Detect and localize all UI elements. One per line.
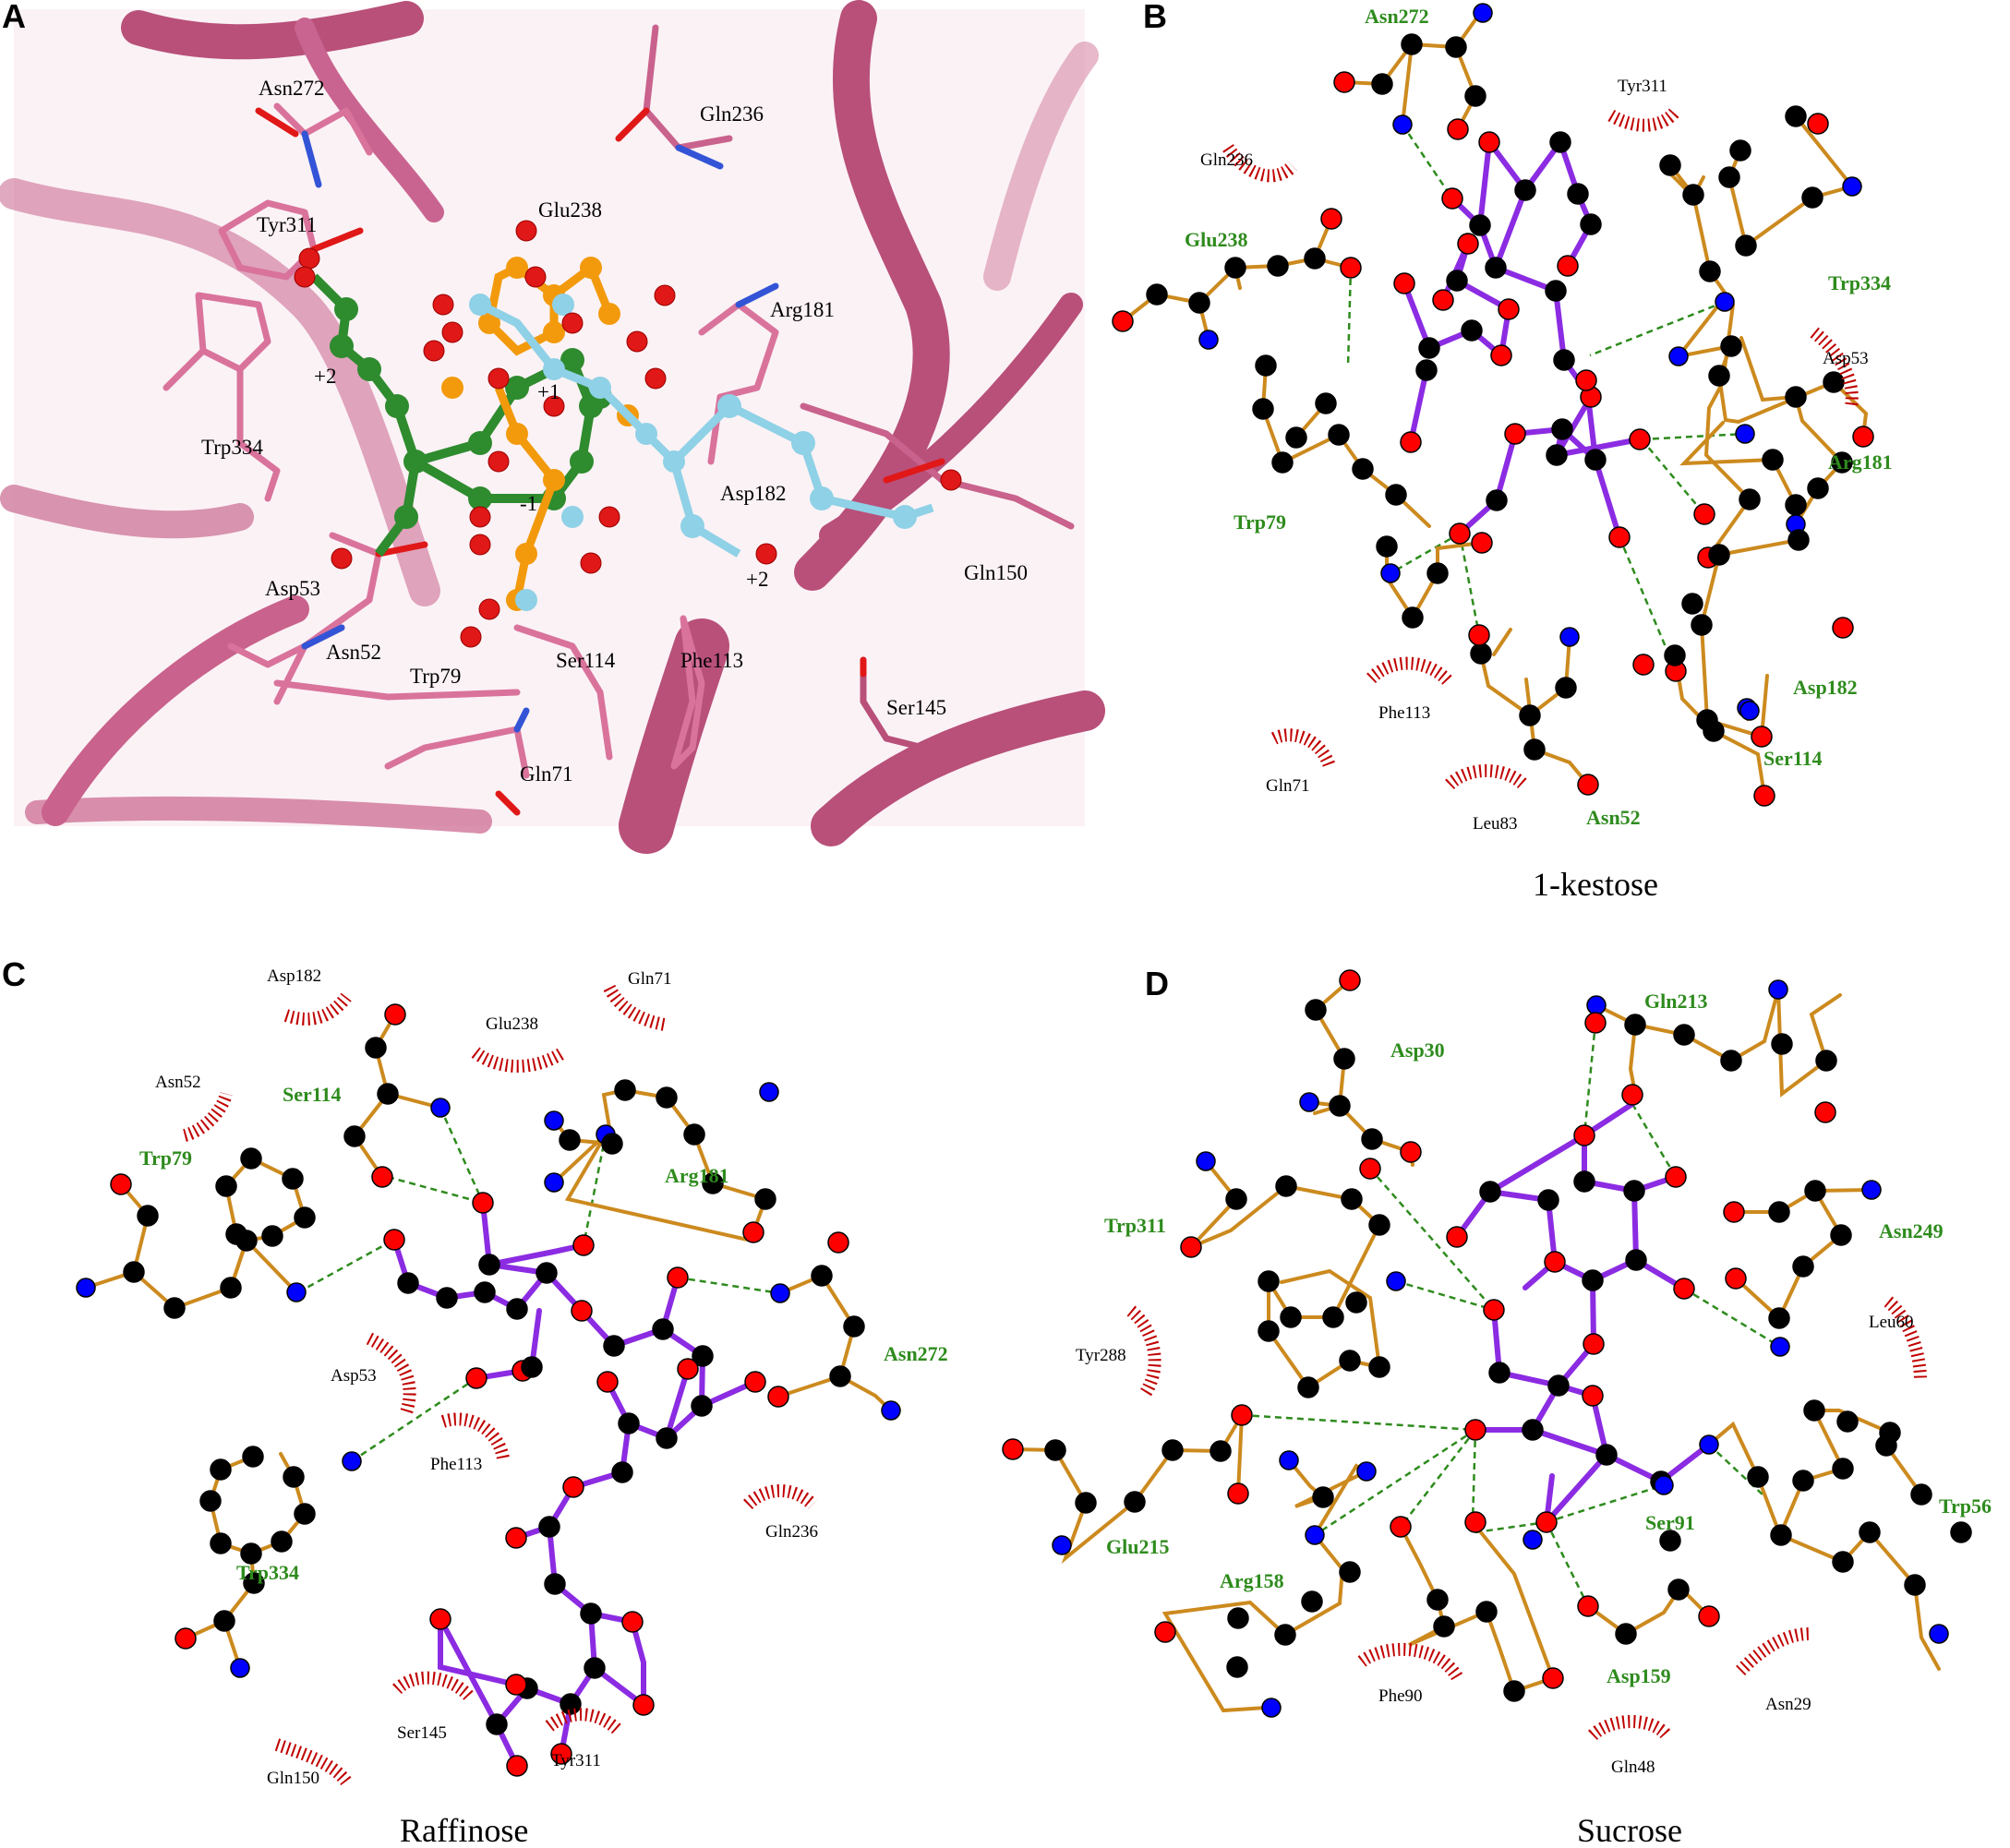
d-hp-label-tyr288: Tyr288 [1076, 1346, 1126, 1365]
c-hp-label-tyr311: Tyr311 [551, 1751, 601, 1770]
b-hp-label-leu83: Leu83 [1473, 814, 1518, 834]
site-label-plus2-left: +2 [314, 365, 336, 388]
d-hp-label-leu60: Leu60 [1869, 1313, 1914, 1332]
panel-c-ligplot: Ser114 Trp79 Arg181 Asn272 Trp334 Asp182… [76, 966, 948, 1848]
d-hb-label-asp30: Asp30 [1390, 1038, 1445, 1062]
b-hb-label-ser114: Ser114 [1763, 747, 1823, 770]
c-hb-label-ser114: Ser114 [283, 1083, 342, 1106]
label-3d-gln236: Gln236 [700, 102, 764, 126]
c-hp-label-asp53: Asp53 [331, 1366, 377, 1386]
c-hb-label-trp79: Trp79 [139, 1146, 192, 1170]
c-hp-label-glu238: Glu238 [486, 1014, 538, 1034]
panel-b-hydrophobic-arcs [1222, 106, 1859, 790]
panel-b-atoms [1112, 3, 1874, 807]
panel-letter-d: D [1145, 965, 1169, 1002]
protein-ribbons [0, 0, 1105, 854]
site-label-plus2-right: +2 [746, 568, 768, 591]
panel-b-hbonds [1346, 124, 1746, 672]
d-hb-label-glu215: Glu215 [1106, 1535, 1169, 1558]
label-3d-phe113: Phe113 [680, 649, 743, 672]
c-hp-label-asn52: Asn52 [155, 1073, 201, 1092]
panel-b-labels: Asn272 Glu238 Trp334 Arg181 Trp79 Asp182… [1185, 5, 1893, 903]
b-hb-label-asp182: Asp182 [1793, 676, 1858, 699]
label-3d-glu238: Glu238 [538, 198, 602, 222]
panel-d-hydrophobic-arcs [1126, 1296, 1927, 1741]
panel-letter-c: C [2, 955, 26, 993]
ligand-oxygens [294, 220, 962, 648]
label-3d-asn52: Asn52 [326, 641, 381, 664]
c-hp-label-phe113: Phe113 [430, 1455, 482, 1474]
d-hp-label-phe90: Phe90 [1378, 1686, 1423, 1706]
b-hb-label-trp334: Trp334 [1828, 271, 1891, 294]
b-hp-label-gln71: Gln71 [1266, 776, 1310, 796]
c-hp-label-gln236: Gln236 [765, 1522, 818, 1542]
d-hb-label-ser91: Ser91 [1645, 1511, 1695, 1534]
c-caption: Raffinose [400, 1812, 528, 1848]
label-3d-arg181: Arg181 [770, 298, 835, 321]
b-caption: 1-kestose [1533, 866, 1658, 903]
c-hp-label-asp182: Asp182 [267, 966, 321, 986]
d-hb-label-trp311: Trp311 [1104, 1214, 1166, 1237]
b-hp-label-phe113: Phe113 [1378, 703, 1430, 723]
panel-d-labels: Gln213 Asp30 Trp311 Asn249 Glu215 Arg158… [1076, 990, 1992, 1848]
panel-c-atoms [76, 1003, 901, 1777]
panel-a-structure: Asn272 Gln236 Glu238 Tyr311 Arg181 Trp33… [0, 0, 1105, 854]
b-hb-label-trp79: Trp79 [1234, 510, 1286, 534]
b-hp-label-gln236: Gln236 [1200, 150, 1253, 170]
d-hb-label-asn249: Asn249 [1879, 1219, 1944, 1242]
b-hb-label-glu238: Glu238 [1185, 228, 1247, 251]
panel-b-residue-bonds [1121, 7, 1869, 798]
panel-d-residue-bonds [1011, 978, 1941, 1713]
label-3d-trp334: Trp334 [201, 436, 263, 459]
ligand-green [310, 273, 612, 557]
panel-b-ligand-bonds [1402, 135, 1643, 540]
site-label-minus1: -1 [520, 492, 537, 515]
residue-sticks [162, 24, 1075, 816]
label-3d-asp53: Asp53 [265, 577, 320, 600]
d-hb-label-asp159: Asp159 [1607, 1664, 1671, 1687]
b-hp-label-asp53: Asp53 [1823, 349, 1869, 368]
c-hb-label-arg181: Arg181 [665, 1164, 729, 1187]
panel-a-residue-labels: Asn272 Gln236 Glu238 Tyr311 Arg181 Trp33… [201, 77, 1028, 786]
panel-c-labels: Ser114 Trp79 Arg181 Asn272 Trp334 Asp182… [139, 966, 948, 1848]
panel-c-hydrophobic-arcs [182, 984, 817, 1786]
label-3d-asp182: Asp182 [720, 482, 787, 505]
d-hb-label-gln213: Gln213 [1644, 990, 1707, 1013]
label-3d-tyr311: Tyr311 [257, 213, 317, 236]
d-hp-label-asn29: Asn29 [1765, 1695, 1811, 1714]
b-hb-label-asn272: Asn272 [1365, 5, 1429, 28]
label-3d-trp79: Trp79 [410, 665, 461, 688]
label-3d-ser145: Ser145 [886, 696, 946, 719]
d-caption: Sucrose [1577, 1812, 1682, 1848]
c-hb-label-asn272: Asn272 [884, 1342, 948, 1365]
b-hb-label-asn52: Asn52 [1586, 806, 1641, 829]
panel-letter-a: A [2, 0, 26, 35]
d-hb-label-trp56: Trp56 [1939, 1494, 1992, 1518]
c-hp-label-gln150: Gln150 [267, 1769, 319, 1788]
ligand-cyan [469, 294, 934, 611]
site-label-plus1: +1 [537, 380, 560, 403]
c-hb-label-trp334: Trp334 [236, 1561, 299, 1584]
c-hp-label-gln71: Gln71 [628, 969, 672, 989]
panel-b-ligplot: Asn272 Glu238 Trp334 Arg181 Trp79 Asp182… [1112, 3, 1893, 903]
b-hb-label-arg181: Arg181 [1828, 450, 1893, 474]
label-3d-gln71: Gln71 [520, 762, 573, 786]
label-3d-ser114: Ser114 [556, 649, 616, 672]
b-hp-label-tyr311: Tyr311 [1618, 77, 1667, 96]
panel-c-residue-bonds [84, 1013, 893, 1670]
d-hb-label-arg158: Arg158 [1220, 1569, 1284, 1592]
label-3d-asn272: Asn272 [259, 77, 325, 100]
panel-d-atoms [1002, 969, 1972, 1718]
d-hp-label-gln48: Gln48 [1611, 1758, 1655, 1777]
panel-d-hbonds [1241, 1022, 1781, 1607]
c-hp-label-ser145: Ser145 [397, 1723, 447, 1743]
panel-c-hbonds [297, 1107, 781, 1463]
panel-letter-b: B [1143, 0, 1167, 35]
panel-d-ligplot: Gln213 Asp30 Trp311 Asn249 Glu215 Arg158… [1002, 969, 1992, 1848]
label-3d-gln150: Gln150 [964, 561, 1028, 584]
